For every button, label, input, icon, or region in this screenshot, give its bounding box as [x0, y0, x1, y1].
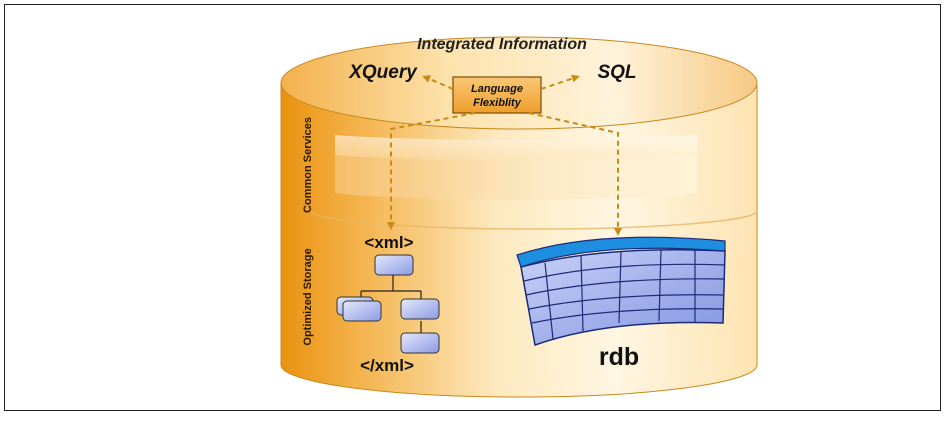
xquery-label: XQuery — [348, 62, 418, 83]
language-flexibility-box: Language Flexiblity — [452, 76, 542, 114]
sql-label: SQL — [597, 62, 636, 83]
table-grid — [523, 249, 726, 340]
optimized-storage-label: Optimized Storage — [302, 248, 314, 345]
tree-node-leaf — [400, 332, 440, 354]
section-divider — [310, 210, 758, 230]
language-box-line2: Flexiblity — [473, 97, 522, 109]
tree-node-right — [400, 298, 440, 320]
tree-node-root — [374, 254, 414, 276]
diagram-canvas: Integrated Information XQuery SQL Langua… — [280, 36, 758, 398]
common-services-band-highlight — [335, 135, 697, 160]
arrow-to-xml — [387, 112, 476, 230]
common-services-label: Common Services — [302, 117, 314, 213]
xml-tree — [336, 254, 440, 354]
language-box-line1: Language — [471, 83, 523, 95]
xml-open-tag: <xml> — [364, 233, 413, 252]
table-header — [516, 236, 726, 268]
tree-node-left — [342, 300, 382, 322]
xml-close-tag: </xml> — [360, 356, 414, 375]
tree-connectors — [360, 275, 422, 333]
diagram-title: Integrated Information — [417, 36, 587, 53]
arrow-to-rdb — [528, 112, 622, 236]
flow-arrows — [387, 74, 622, 236]
rdb-label: rdb — [599, 343, 639, 371]
arrow-to-sql — [540, 74, 580, 90]
rdb-table — [516, 236, 726, 346]
diagram-frame: Integrated Information XQuery SQL Langua… — [4, 4, 941, 411]
